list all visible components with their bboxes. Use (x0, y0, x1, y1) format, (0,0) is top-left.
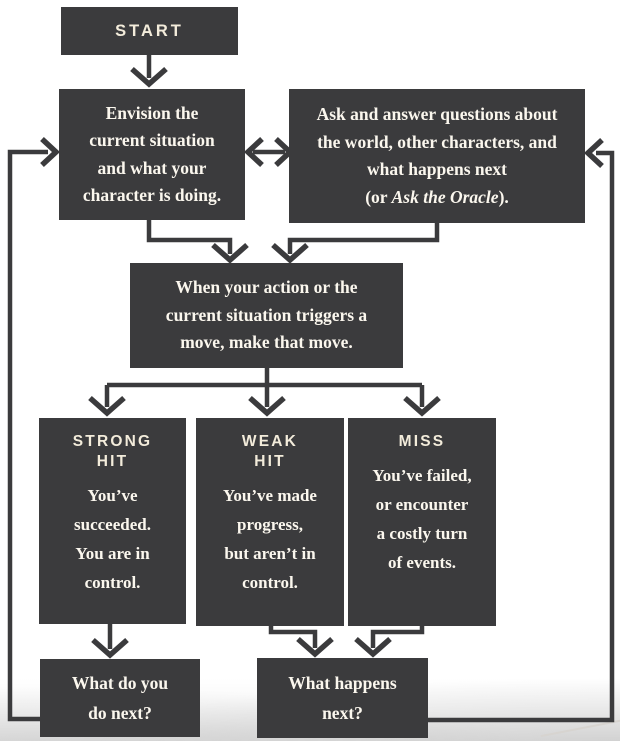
ask-line: Ask and answer questions about (316, 104, 558, 124)
strong-hit-body: You’ve succeeded. You are in control. (74, 481, 151, 597)
do-next-line: What do you (71, 673, 169, 693)
envision-line: Envision the (105, 102, 199, 123)
weak-hit-body-line: progress, (237, 515, 303, 534)
happens-next-line: next? (322, 703, 363, 723)
weak-hit-heading: HIT (254, 453, 286, 470)
miss-body-line: You’ve failed, (372, 466, 472, 485)
strong-hit-body-line: control. (84, 573, 141, 592)
weak-hit-node: WEAK HIT You’ve made progress, but aren’… (196, 418, 344, 626)
ask-line: the world, other characters, and (317, 131, 557, 152)
envision-line: character is doing. (82, 185, 222, 205)
strong-hit-node: STRONG HIT You’ve succeeded. You are in … (39, 418, 186, 624)
weak-hit-heading: WEAK (241, 433, 299, 450)
miss-body: You’ve failed, or encounter a costly tur… (372, 461, 471, 577)
what-do-you-do-next-node: What do you do next? (40, 659, 200, 737)
miss-node: MISS You’ve failed, or encounter a costl… (348, 418, 496, 626)
move-node: When your action or the current situatio… (130, 263, 403, 368)
start-node: START (61, 7, 238, 55)
happens-next-line: What happens (288, 673, 397, 693)
weak-hit-body-line: control. (242, 573, 298, 592)
arrow-move-to-outcomes (88, 368, 441, 417)
strong-hit-body-line: You’ve (87, 486, 138, 505)
weak-hit-body-line: but aren’t in (224, 544, 316, 563)
arrow-loop-happensnext-to-ask (428, 137, 615, 723)
ask-oracle-italic: Ask the Oracle (391, 186, 499, 207)
miss-body-line: of events. (388, 553, 456, 572)
weak-hit-body-line: You’ve made (223, 486, 317, 505)
strong-hit-body-line: succeeded. (74, 515, 151, 534)
strong-hit-heading: HIT (96, 453, 129, 470)
what-happens-next-node: What happens next? (257, 658, 428, 738)
miss-body-line: a costly turn (376, 524, 468, 543)
ask-oracle-prefix: (or (365, 186, 392, 207)
move-line: current situation triggers a (165, 304, 368, 325)
ask-line: what happens next (366, 159, 508, 179)
ask-oracle-node: Ask and answer questions about the world… (289, 89, 585, 223)
strong-hit-body-line: You are in (75, 544, 150, 563)
move-line: When your action or the (175, 277, 358, 298)
arrow-loop-donext-to-envision (7, 136, 61, 722)
weak-hit-body: You’ve made progress, but aren’t in cont… (223, 481, 317, 597)
move-line: move, make that move. (180, 332, 353, 353)
strong-hit-heading: STRONG (72, 433, 153, 450)
arrow-start-to-envision (130, 55, 168, 88)
envision-line: current situation (89, 130, 215, 150)
ask-oracle-line: (or Ask the Oracle). (365, 184, 509, 212)
arrow-ask-to-move (271, 223, 440, 264)
arrow-envision-to-move (146, 220, 249, 264)
start-label: START (115, 21, 184, 40)
arrow-envision-ask-bidirectional (243, 136, 295, 168)
miss-heading: MISS (398, 433, 446, 450)
envision-node: Envision the current situation and what … (59, 89, 245, 220)
envision-line: and what your (97, 157, 207, 178)
do-next-line: do next? (88, 703, 152, 723)
ask-oracle-suffix: ). (498, 186, 509, 207)
miss-body-line: or encounter (375, 495, 469, 514)
